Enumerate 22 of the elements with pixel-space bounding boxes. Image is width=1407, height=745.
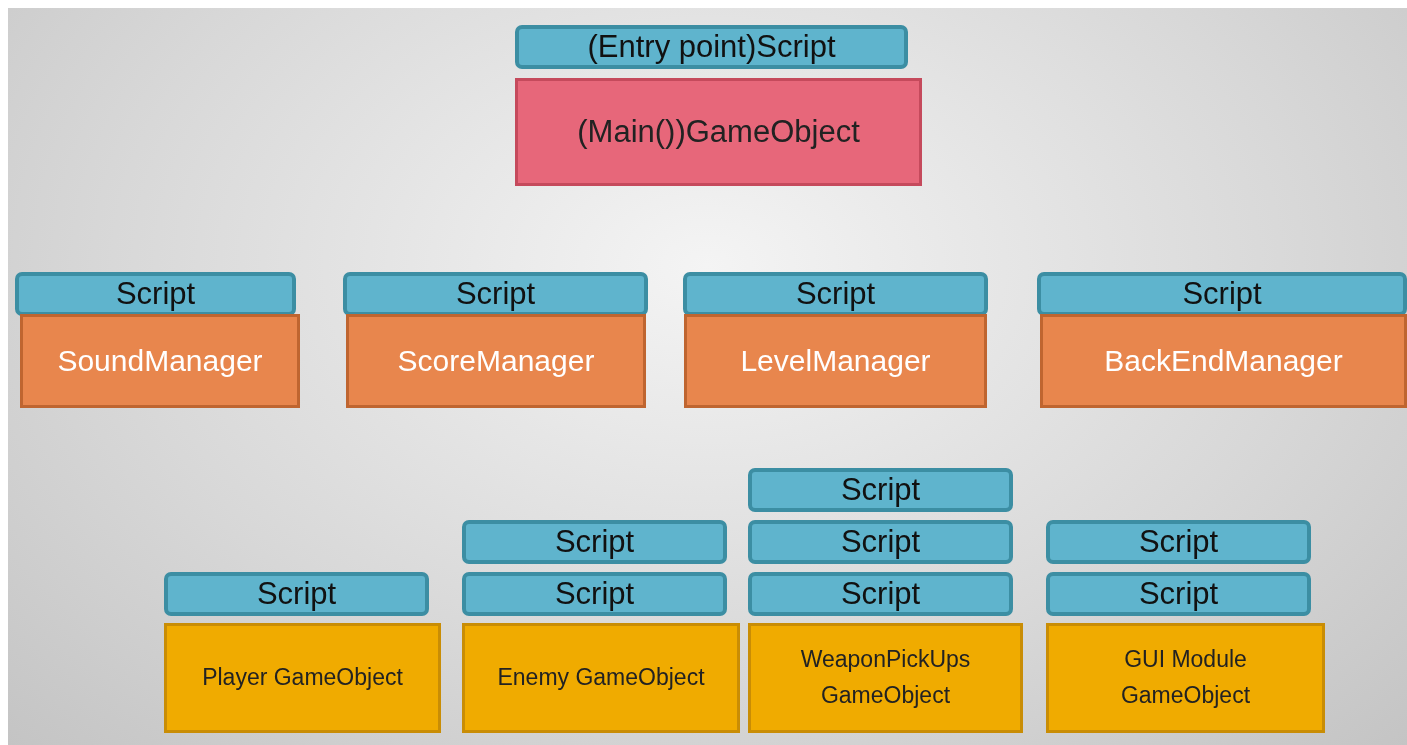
game-object-box: (Main())GameObject [515, 78, 922, 186]
script-box: Script [1046, 520, 1311, 564]
script-box: Script [15, 272, 296, 316]
game-object-box: WeaponPickUps GameObject [748, 623, 1023, 733]
game-object-box: Enemy GameObject [462, 623, 740, 733]
manager-box: LevelManager [684, 314, 987, 408]
script-box: Script [462, 572, 727, 616]
game-object-box: Player GameObject [164, 623, 441, 733]
game-object-box: GUI Module GameObject [1046, 623, 1325, 733]
script-box: Script [748, 572, 1013, 616]
manager-box: SoundManager [20, 314, 300, 408]
script-box: Script [1046, 572, 1311, 616]
script-box: (Entry point)Script [515, 25, 908, 69]
manager-box: BackEndManager [1040, 314, 1407, 408]
script-box: Script [748, 520, 1013, 564]
script-box: Script [164, 572, 429, 616]
script-box: Script [343, 272, 648, 316]
script-box: Script [748, 468, 1013, 512]
script-box: Script [683, 272, 988, 316]
script-box: Script [1037, 272, 1407, 316]
script-box: Script [462, 520, 727, 564]
manager-box: ScoreManager [346, 314, 646, 408]
